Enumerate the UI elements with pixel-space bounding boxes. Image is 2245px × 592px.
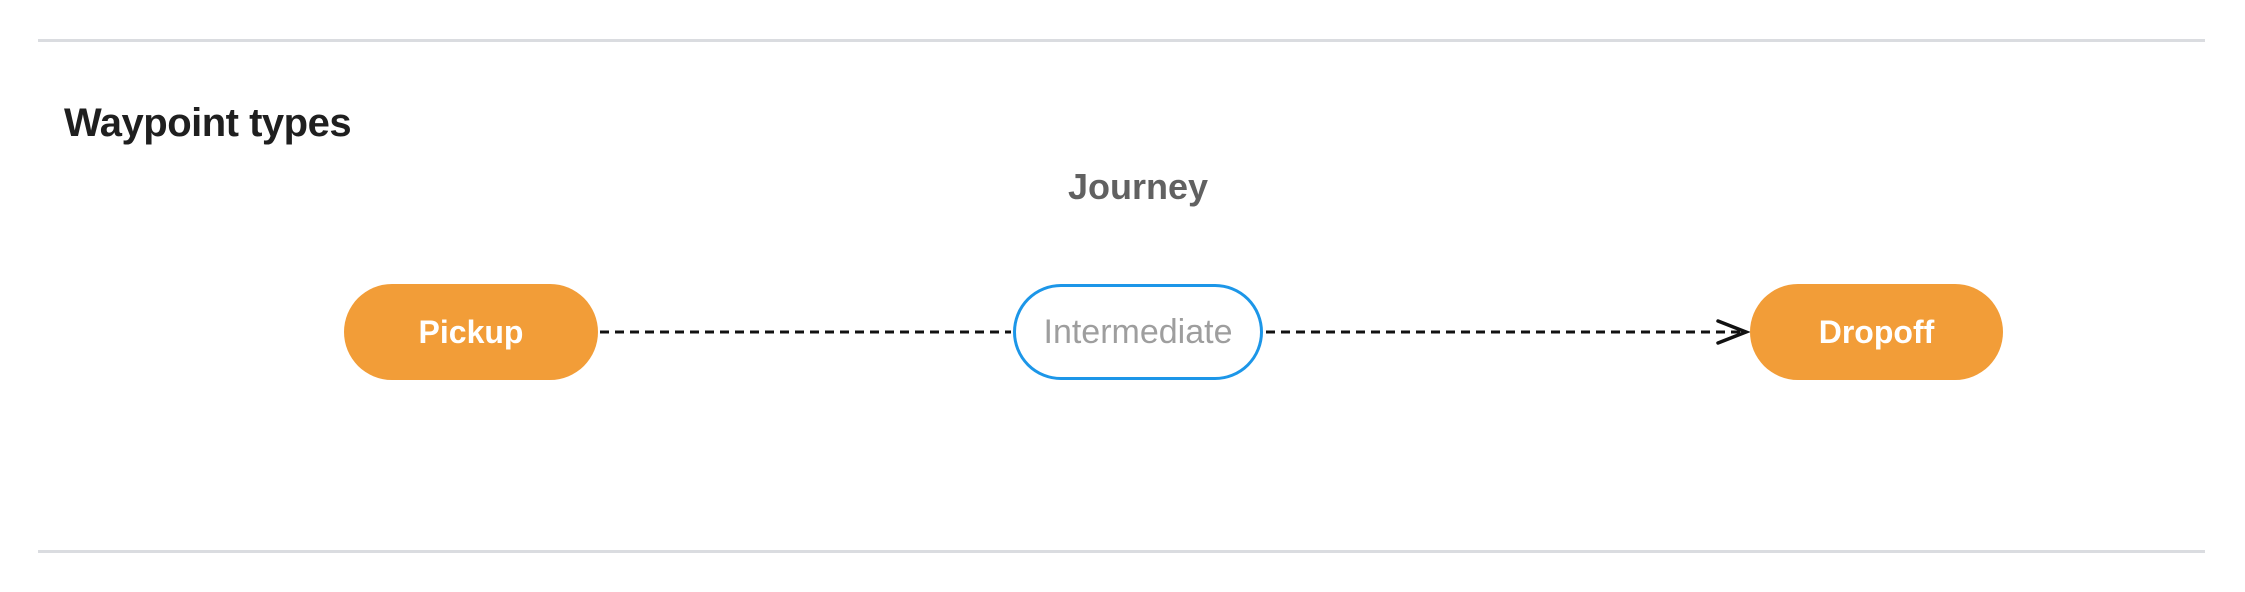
node-pickup: Pickup: [344, 284, 598, 380]
node-dropoff: Dropoff: [1750, 284, 2003, 380]
top-divider: [38, 39, 2205, 42]
page-title: Waypoint types: [64, 101, 352, 146]
bottom-divider: [38, 550, 2205, 553]
journey-label: Journey: [1067, 166, 1209, 207]
arrowhead-icon: [1716, 319, 1751, 345]
node-intermediate: Intermediate: [1013, 284, 1263, 380]
